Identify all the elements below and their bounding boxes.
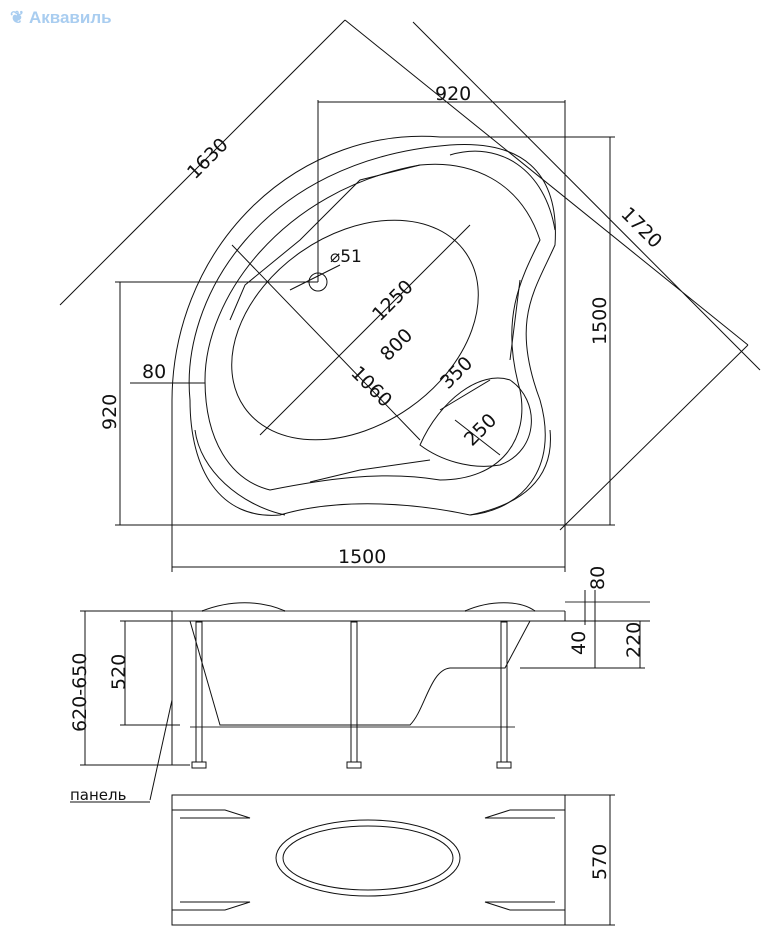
side-view: 80 40 220 520 620-650 панель <box>69 566 650 804</box>
dim-1630: 1630 <box>183 134 233 184</box>
logo-text: Аквавиль <box>28 8 112 27</box>
dim-620-650: 620-650 <box>69 653 91 732</box>
dim-220: 220 <box>623 622 645 658</box>
front-view: 570 <box>171 794 615 926</box>
dim-1500-right: 1500 <box>589 297 611 345</box>
logo-icon: ❦ <box>10 8 29 27</box>
dim-drain: ⌀51 <box>330 247 362 267</box>
dim-1500-bottom: 1500 <box>338 546 386 568</box>
dim-250: 250 <box>460 409 501 450</box>
dim-1250: 1250 <box>368 276 418 326</box>
dim-40: 40 <box>568 631 590 655</box>
dim-350: 350 <box>436 352 477 393</box>
dim-80-rim: 80 <box>142 361 166 383</box>
dim-1060: 1060 <box>346 362 396 412</box>
dim-570: 570 <box>589 844 611 880</box>
panel-label: панель <box>70 786 126 804</box>
dim-800: 800 <box>376 324 417 365</box>
dim-920-left: 920 <box>99 394 121 430</box>
dim-520: 520 <box>108 654 130 690</box>
dim-920-top: 920 <box>435 83 471 105</box>
dim-80-side: 80 <box>587 566 609 590</box>
top-view: 920 1630 1720 1500 920 1500 80 ⌀51 1250 … <box>59 19 761 572</box>
logo: ❦ Аквавиль <box>10 8 112 28</box>
